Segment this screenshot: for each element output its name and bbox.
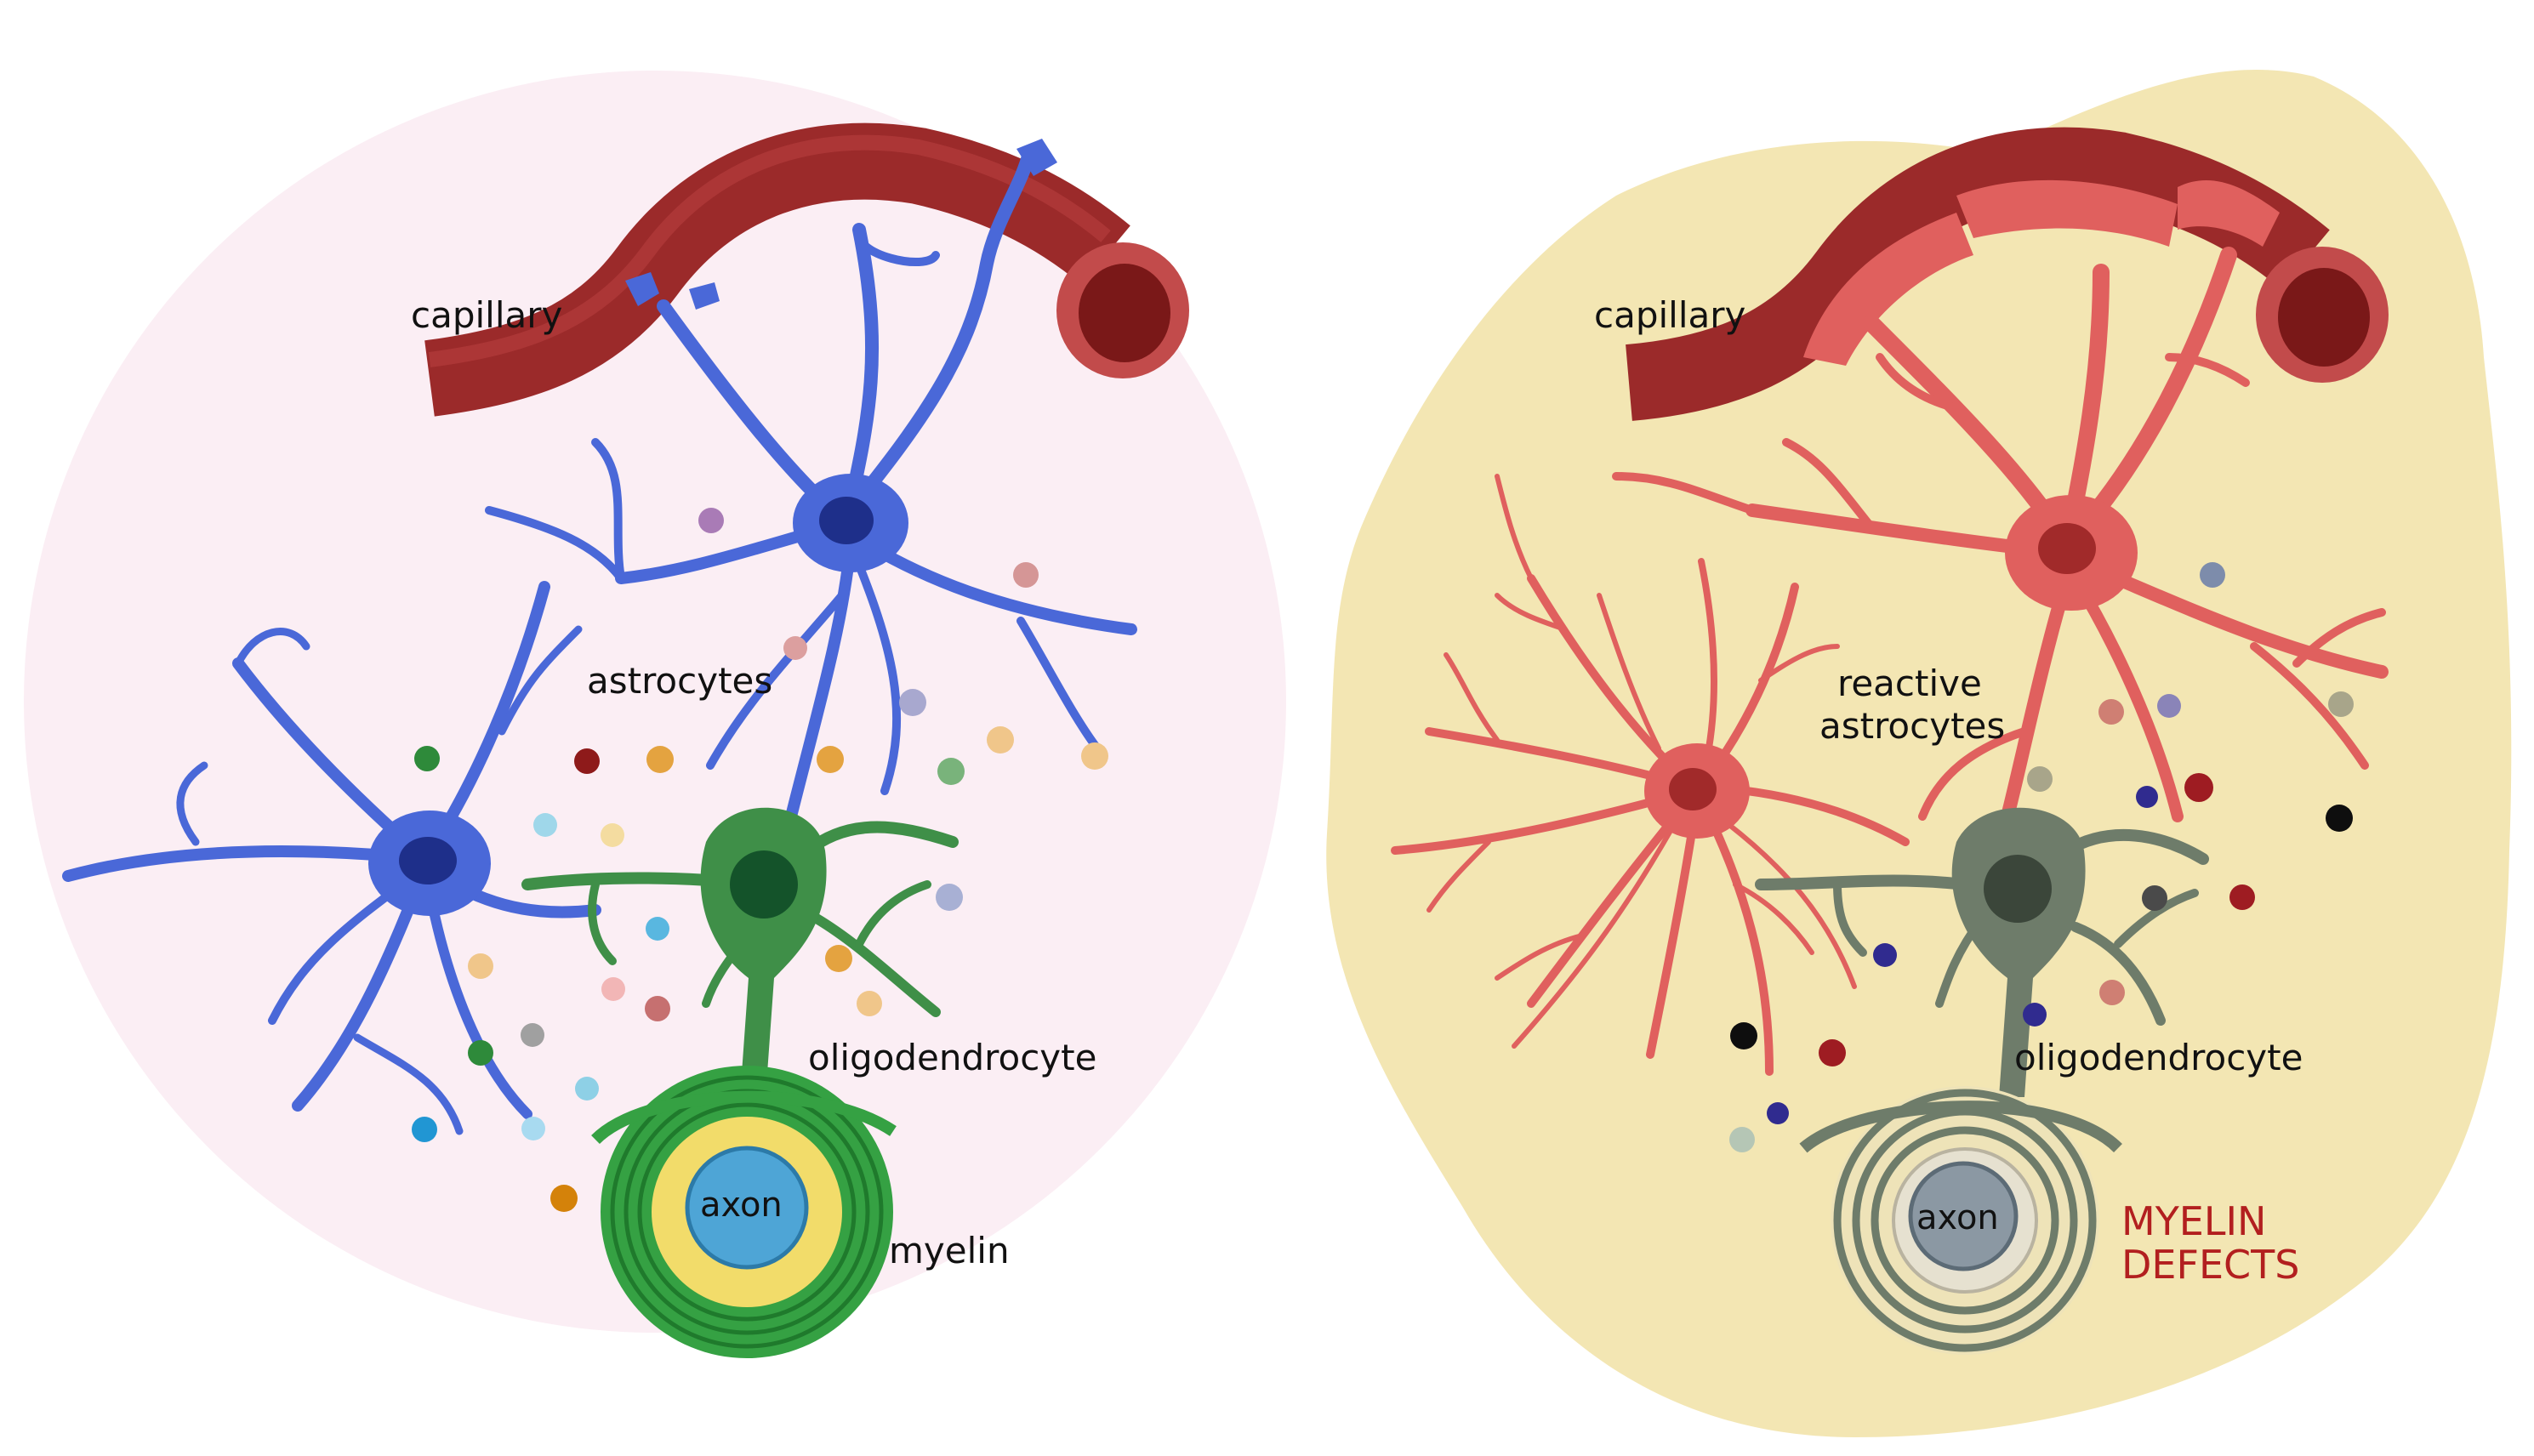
label-healthy-capillary: capillary (411, 294, 562, 336)
healthy-axon (685, 1146, 809, 1270)
label-healthy-myelin: myelin (889, 1230, 1010, 1271)
label-reactive-astrocytes-line1: reactive (1837, 663, 1982, 704)
healthy-astrocyte-lower-nucleus (399, 837, 457, 884)
label-reactive-axon: axon (1916, 1198, 1999, 1237)
reactive-axon (1908, 1161, 2019, 1271)
healthy-background-circle (24, 71, 1286, 1333)
reactive-panel: capillary reactive astrocytes oligodendr… (1326, 70, 2512, 1438)
reactive-oligodendrocyte (1755, 807, 2209, 1097)
label-healthy-oligodendrocyte: oligodendrocyte (808, 1037, 1096, 1078)
label-healthy-astrocytes: astrocytes (587, 660, 772, 702)
healthy-oligodendrocyte-nucleus (730, 850, 798, 919)
reactive-background-blob (1326, 70, 2512, 1438)
reactive-demyelinated-axon (1799, 1086, 2122, 1355)
reactive-oligodendrocyte-nucleus (1984, 855, 2052, 923)
healthy-panel: capillary astrocytes oligodendrocyte axo… (24, 71, 1286, 1358)
healthy-myelinated-axon (591, 1066, 897, 1358)
reactive-molecules (1729, 562, 2354, 1152)
label-myelin-defects-line2: DEFECTS (2121, 1242, 2299, 1288)
label-reactive-oligodendrocyte: oligodendrocyte (2014, 1037, 2303, 1078)
reactive-astrocyte-upper-nucleus (2038, 523, 2096, 574)
healthy-oligodendrocyte (521, 807, 959, 1097)
reactive-capillary (1625, 127, 2389, 421)
healthy-molecules (412, 508, 1108, 1212)
label-reactive-astrocytes-line2: astrocytes (1819, 705, 2005, 747)
reactive-astrocyte-lower-nucleus (1669, 768, 1717, 810)
label-myelin-defects-line1: MYELIN (2121, 1198, 2266, 1244)
label-healthy-axon: axon (700, 1186, 783, 1225)
label-reactive-capillary: capillary (1594, 294, 1745, 336)
healthy-astrocyte-upper-nucleus (819, 497, 874, 544)
